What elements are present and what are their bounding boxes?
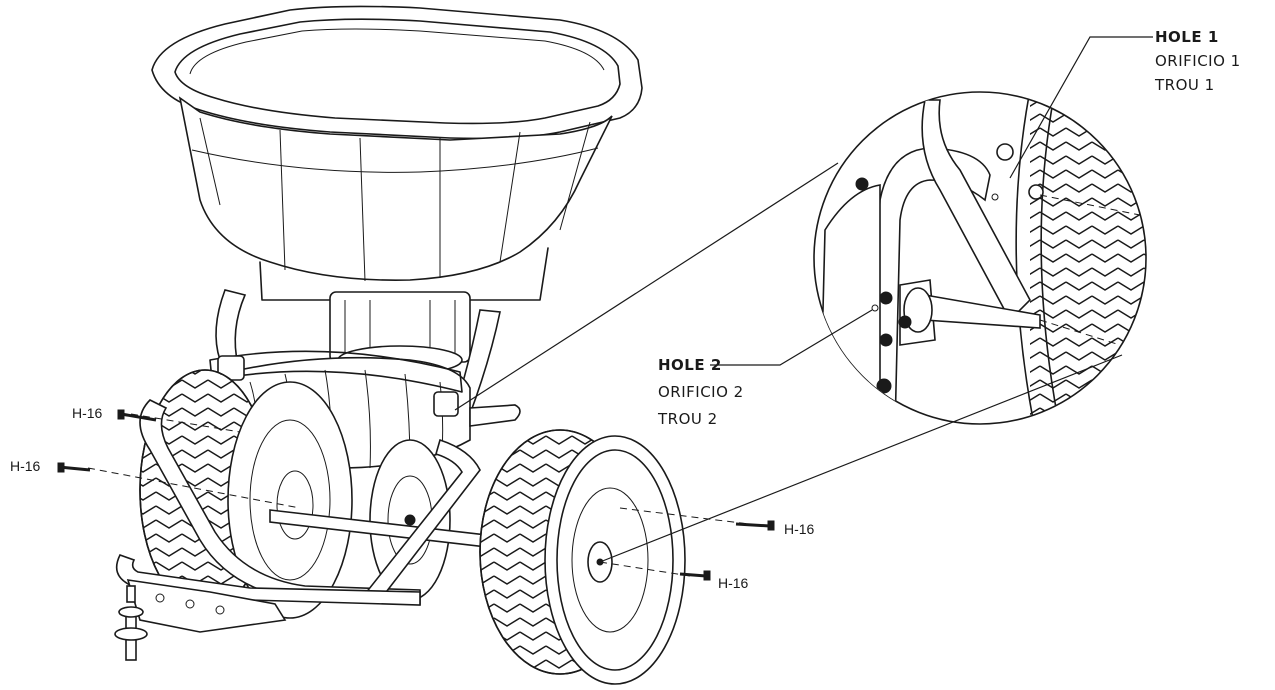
h16-bolt-right-lower <box>679 570 711 581</box>
h16-label-right-lower: H-16 <box>718 575 749 591</box>
h16-label-left-upper: H-16 <box>72 405 103 421</box>
tow-hitch <box>114 579 287 661</box>
hole2-title: HOLE 2 <box>658 356 722 374</box>
left-wheel <box>139 369 353 619</box>
hole1-spanish: ORIFICIO 1 <box>1155 52 1241 70</box>
hole2-spanish: ORIFICIO 2 <box>658 383 744 401</box>
h16-label-left-lower: H-16 <box>10 458 41 474</box>
hole1-leader <box>1009 36 1153 179</box>
h16-bolt-left-lower <box>57 462 91 473</box>
hole1-title: HOLE 1 <box>1155 28 1219 46</box>
hopper <box>151 5 643 301</box>
hole1-callout: HOLE 1 ORIFICIO 1 TROU 1 <box>1154 28 1241 94</box>
h16-bolt-right-upper <box>735 520 775 531</box>
h16-label-right-upper: H-16 <box>784 521 815 537</box>
hole2-french: TROU 2 <box>657 410 718 428</box>
detail-view <box>813 91 1147 425</box>
hole2-leader <box>710 309 873 366</box>
hole2-callout: HOLE 2 ORIFICIO 2 TROU 2 <box>657 356 744 428</box>
right-wheel <box>479 429 686 685</box>
assembly-lines <box>87 162 1141 577</box>
hole1-french: TROU 1 <box>1154 76 1215 94</box>
h16-bolt-left-upper <box>117 409 157 422</box>
